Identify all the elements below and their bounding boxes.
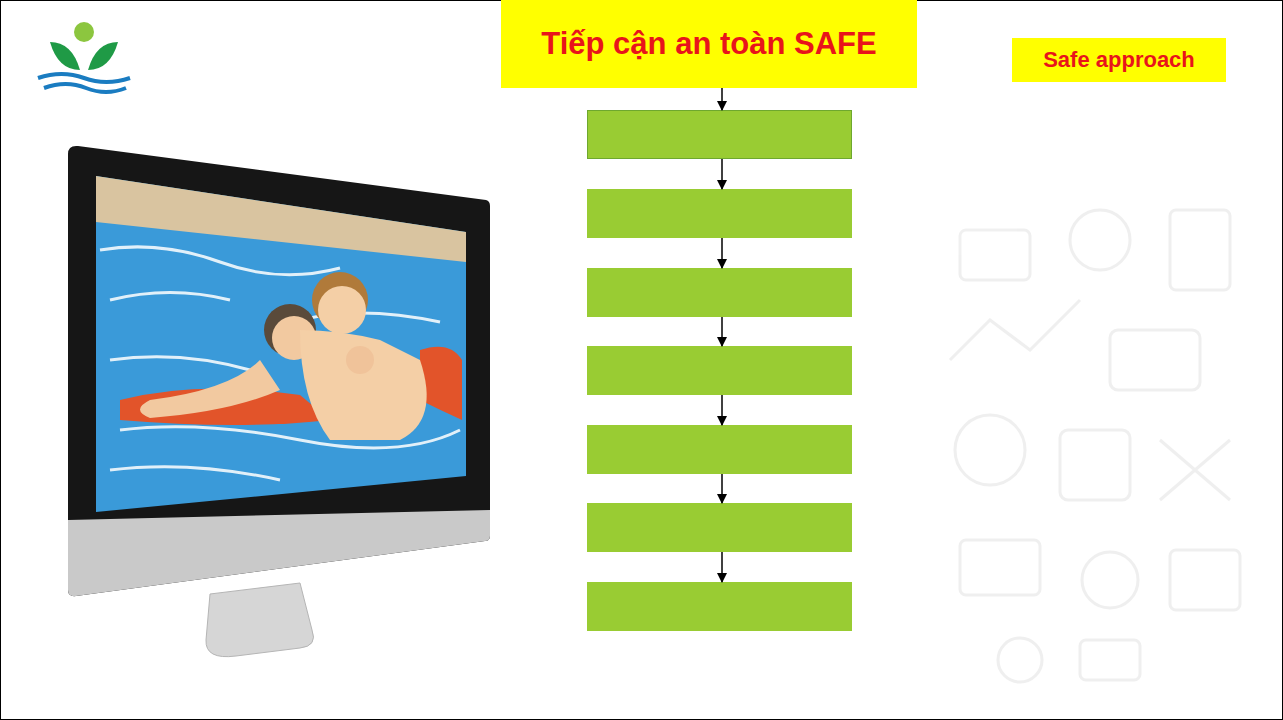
- heading-box: Tiếp cận an toàn SAFE: [501, 0, 917, 88]
- flow-arrow: [721, 159, 723, 189]
- flow-arrow: [721, 88, 723, 110]
- monitor-illustration: [68, 146, 490, 657]
- step-box: [587, 425, 852, 474]
- flow-arrow: [721, 552, 723, 582]
- step-box: [587, 582, 852, 631]
- step-box: [587, 503, 852, 552]
- flow-arrow: [721, 238, 723, 268]
- flow-arrow: [721, 395, 723, 425]
- step-box: [587, 189, 852, 238]
- step-box: [587, 346, 852, 395]
- step-box: [587, 268, 852, 317]
- flow-arrow: [721, 317, 723, 346]
- box-text: Safe approach: [1043, 48, 1195, 72]
- flow-arrow: [721, 474, 723, 503]
- background-icons: [950, 210, 1240, 682]
- logo: [38, 22, 130, 92]
- step-box: [587, 110, 852, 159]
- box-text: Tiếp cận an toàn SAFE: [541, 27, 876, 61]
- label-box: Safe approach: [1012, 38, 1226, 82]
